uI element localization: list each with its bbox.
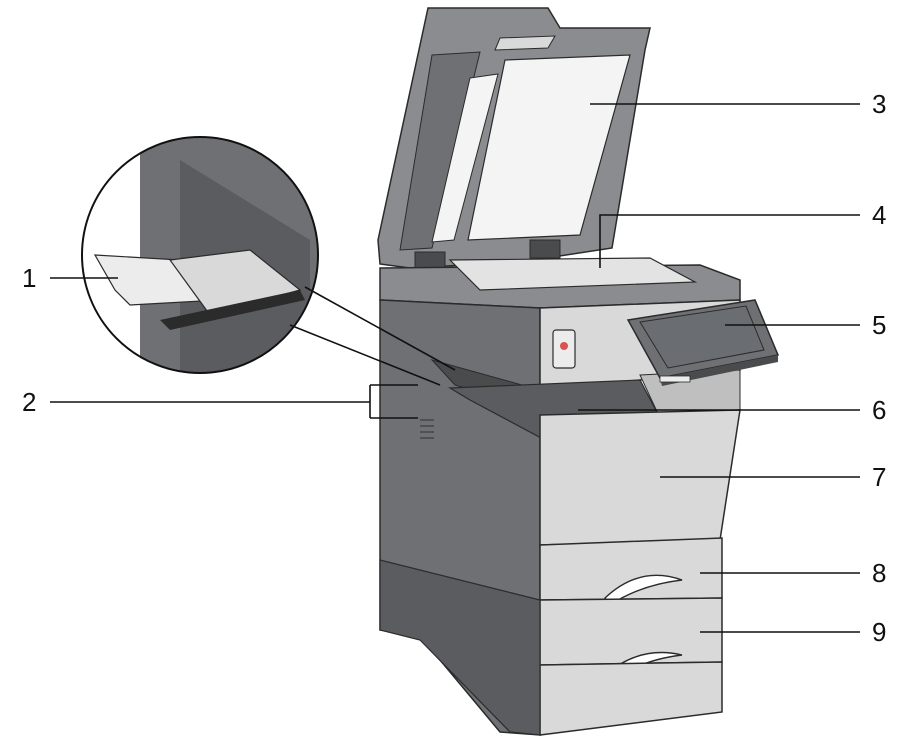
adf-lid (377, 7, 651, 271)
callout-7: 7 (872, 462, 886, 492)
front-assembly (379, 409, 741, 736)
callout-1: 1 (22, 263, 36, 293)
callout-3: 3 (872, 89, 886, 119)
magnifier-detail (81, 136, 456, 386)
callout-5: 5 (872, 310, 886, 340)
control-panel-unit (626, 299, 780, 386)
callout-leaders (50, 103, 860, 633)
callout-8: 8 (872, 558, 886, 588)
callout-numbers: 1 2 3 4 5 6 7 8 9 (22, 89, 886, 647)
paper-tray-2-front (539, 597, 723, 666)
bypass-tray-extension (93, 254, 222, 306)
tray-1-handle (604, 574, 683, 606)
callout-4: 4 (872, 200, 886, 230)
callout-2: 2 (22, 387, 36, 417)
callout-6: 6 (872, 395, 886, 425)
exposure-glass-surface (448, 257, 698, 291)
touch-screen (639, 305, 765, 369)
side-vent-lines (420, 419, 434, 439)
callout-9: 9 (872, 617, 886, 647)
